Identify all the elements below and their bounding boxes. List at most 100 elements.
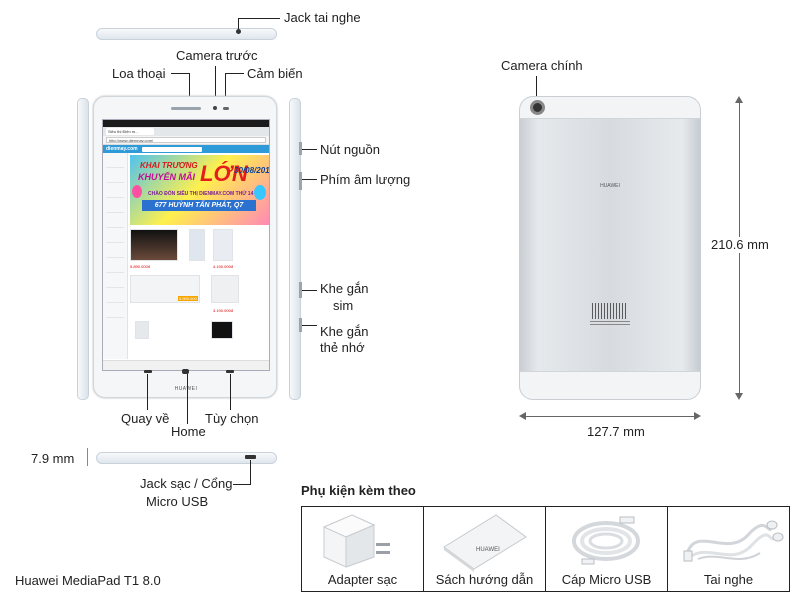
height-arrow-top: [735, 96, 743, 103]
thickness-arrow: [87, 448, 88, 466]
memory-card-slot: [299, 318, 302, 332]
thickness-dimension: 7.9 mm: [31, 451, 75, 466]
power-button: [299, 142, 302, 155]
width-arrow-left: [519, 412, 526, 420]
site-search-box: [141, 146, 202, 152]
product-price: 5.890.000đ: [130, 264, 151, 269]
top-edge-profile: [96, 28, 277, 40]
front-camera-label: Camera trước: [176, 48, 258, 63]
banner-big: LỚN: [200, 161, 248, 186]
earpiece-speaker: [171, 107, 201, 110]
accessory-label: Cáp Micro USB: [561, 572, 652, 587]
memory-leader: [302, 325, 317, 326]
sensor-label: Cảm biến: [247, 66, 303, 81]
volume-keys-label: Phím âm lượng: [320, 172, 411, 187]
menu-touch-key[interactable]: [226, 370, 234, 373]
headphone-jack-label: Jack tai nghe: [284, 10, 361, 25]
accessory-label: Adapter sạc: [327, 572, 398, 587]
main-camera-lens: [530, 100, 545, 115]
back-barcode: [592, 303, 628, 319]
charging-jack-label-2: Micro USB: [146, 494, 209, 509]
sensor-leader-h: [225, 73, 244, 74]
browser-tab-bar: Siêu thị Điện m...: [103, 127, 269, 136]
banner-date: 30/08/2014: [234, 166, 269, 175]
product-tile: [211, 321, 233, 339]
back-key-label: Quay về: [121, 411, 170, 426]
accessory-cell: Tai nghe: [668, 507, 789, 591]
usb-cable-icon: [572, 516, 640, 565]
product-tile: [130, 229, 178, 261]
product-price: 3.190.000đ: [213, 308, 234, 313]
usb-leader-v: [250, 460, 251, 484]
light-sensor: [223, 107, 229, 110]
volume-leader: [302, 179, 317, 180]
manual-book-icon: HUAWEI: [443, 514, 527, 572]
android-nav-bar: [103, 360, 269, 370]
browser-url-bar: http://www.dienmay.com/: [103, 136, 269, 145]
options-key-leader: [230, 374, 231, 410]
status-bar: [103, 120, 269, 127]
category-sidebar: [103, 153, 128, 359]
memory-slot-label-2: thẻ nhớ: [320, 340, 365, 355]
tablet-front: Siêu thị Điện m... http://www.dienmay.co…: [93, 96, 277, 398]
main-camera-label: Camera chính: [501, 58, 583, 73]
width-arrow-right: [694, 412, 701, 420]
banner-line2: KHUYẾN MÃI: [138, 172, 196, 182]
home-key-leader: [187, 374, 188, 424]
power-button-label: Nút nguồn: [320, 142, 380, 157]
volume-rocker: [299, 172, 302, 190]
banner-address: 677 HUỲNH TẤN PHÁT, Q7: [142, 200, 256, 211]
tablet-back: HUAWEI: [519, 96, 701, 400]
back-bottom-band: [520, 371, 700, 399]
product-tile: [213, 229, 233, 261]
height-arrow-bottom: [735, 393, 743, 400]
right-edge-profile: [289, 98, 301, 400]
product-tile: [135, 321, 149, 339]
front-camera-leader: [215, 66, 216, 106]
back-key-leader: [147, 374, 148, 410]
promo-banner: KHAI TRƯƠNG KHUYẾN MÃI LỚN 30/08/2014 CH…: [130, 155, 269, 225]
home-touch-key[interactable]: [182, 369, 189, 374]
browser-tab: Siêu thị Điện m...: [106, 128, 154, 135]
page-content: KHAI TRƯƠNG KHUYẾN MÃI LỚN 30/08/2014 CH…: [103, 153, 269, 359]
back-top-band: [520, 97, 700, 119]
power-leader: [302, 149, 317, 150]
accessories-table: Adapter sạc HUAWEI Sách hướng dẫn Cáp Mi…: [301, 506, 790, 592]
sim-slot: [299, 282, 302, 298]
front-brand: HUAWEI: [174, 386, 198, 392]
accessory-label: Tai nghe: [703, 572, 754, 587]
accessories-title: Phụ kiện kèm theo: [301, 483, 416, 498]
charging-jack-label: Jack sạc / Cổng: [140, 476, 233, 491]
headphone-jack-leader: [238, 18, 239, 29]
back-brand: HUAWEI: [600, 183, 620, 189]
banner-sub: CHÀO ĐÓN SIÊU THỊ DIENMAY.COM THỨ 14: [148, 191, 254, 197]
sim-leader: [302, 290, 317, 291]
usb-leader-h: [233, 484, 251, 485]
site-logo: dienmay.com: [106, 146, 138, 152]
memory-slot-label: Khe gắn: [320, 324, 369, 339]
sim-slot-label-2: sim: [333, 298, 354, 313]
home-key-label: Home: [171, 424, 206, 439]
banner-line1: KHAI TRƯƠNG: [140, 161, 198, 170]
accessory-cell: Adapter sạc: [302, 507, 424, 591]
speaker-leader-v: [189, 73, 190, 105]
width-dimension: 127.7 mm: [587, 424, 645, 439]
sim-slot-label: Khe gắn: [320, 281, 369, 296]
back-touch-key[interactable]: [144, 370, 152, 373]
svg-text:HUAWEI: HUAWEI: [476, 547, 500, 553]
site-header: dienmay.com: [103, 145, 269, 153]
sensor-leader-v: [225, 73, 226, 106]
product-price: 4.190.000đ: [213, 264, 234, 269]
height-dimension: 210.6 mm: [710, 237, 770, 253]
bottom-edge-profile: [96, 452, 277, 464]
product-price: 5.900.000: [178, 296, 198, 301]
charger-adapter-icon: [322, 514, 390, 568]
model-caption: Huawei MediaPad T1 8.0: [15, 573, 161, 588]
accessory-cell: Cáp Micro USB: [546, 507, 668, 591]
earphones-icon: [683, 520, 784, 562]
width-dimension-line: [521, 416, 699, 417]
product-tile: [211, 275, 239, 303]
speaker-leader-h: [171, 73, 190, 74]
micro-usb-port: [245, 455, 256, 459]
tablet-screen: Siêu thị Điện m... http://www.dienmay.co…: [102, 119, 270, 371]
